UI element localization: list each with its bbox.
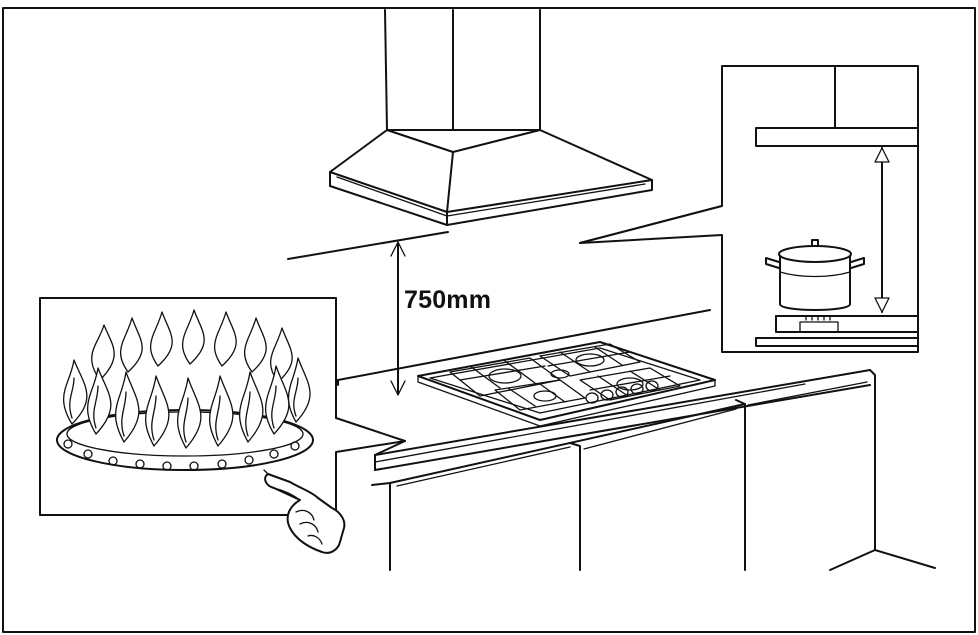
height-dimension-arrow (390, 241, 406, 396)
cooker-hood-icon (329, 9, 653, 226)
wall-line-upper (287, 231, 449, 260)
clearance-inset (579, 65, 919, 353)
pointing-hand-icon (263, 469, 346, 554)
gas-hob-icon (417, 341, 716, 427)
cooking-pot-icon (765, 239, 865, 311)
kitchen-cabinets (389, 381, 936, 571)
worktop-back-edge (337, 309, 711, 381)
burner-flame-icon (56, 309, 314, 471)
outer-frame (2, 7, 976, 633)
double-arrow-icon (874, 147, 890, 313)
dimension-label-750mm: 750mm (404, 286, 492, 314)
